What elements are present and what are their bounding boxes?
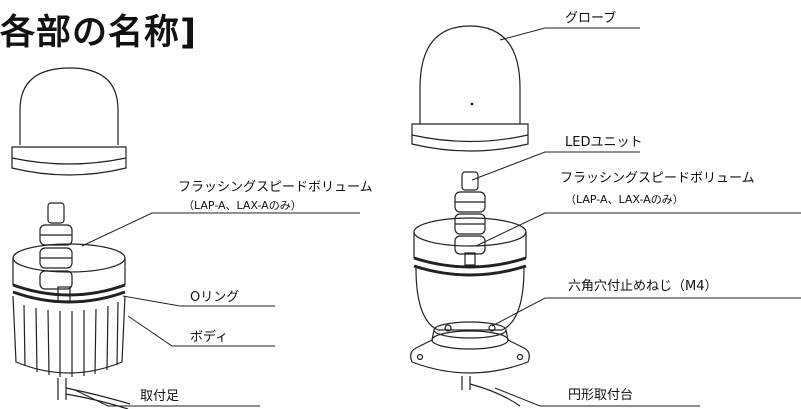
right-circular-mount-label: 円形取付台 bbox=[568, 388, 634, 403]
right-led-unit-label: LEDユニット bbox=[565, 135, 643, 150]
left-o-ring-label: Oリング bbox=[190, 290, 240, 305]
page-title: 各部の名称] bbox=[0, 13, 197, 53]
right-body-drawing bbox=[413, 217, 527, 331]
left-led-unit-drawing bbox=[39, 202, 73, 302]
left-flash-volume-label: フラッシングスピードボリューム bbox=[178, 180, 373, 195]
left-body-drawing bbox=[12, 243, 131, 409]
right-mount-base-drawing bbox=[410, 321, 530, 407]
right-hex-screw-label: 六角穴付止めねじ（M4） bbox=[568, 279, 718, 294]
left-leader-lines bbox=[74, 212, 360, 407]
right-flash-volume-label: フラッシングスピードボリューム bbox=[560, 171, 755, 186]
left-body-label: ボディ bbox=[190, 330, 229, 345]
right-leader-lines bbox=[471, 27, 801, 407]
right-globe-drawing bbox=[411, 25, 529, 152]
right-flash-volume-note: （LAP-A、LAX-Aのみ） bbox=[565, 193, 684, 206]
right-globe-label: グローブ bbox=[565, 11, 617, 26]
left-globe-drawing bbox=[11, 67, 127, 176]
left-flash-volume-note: （LAP-A、LAX-Aのみ） bbox=[183, 199, 302, 212]
left-mount-foot-label: 取付足 bbox=[140, 389, 180, 404]
